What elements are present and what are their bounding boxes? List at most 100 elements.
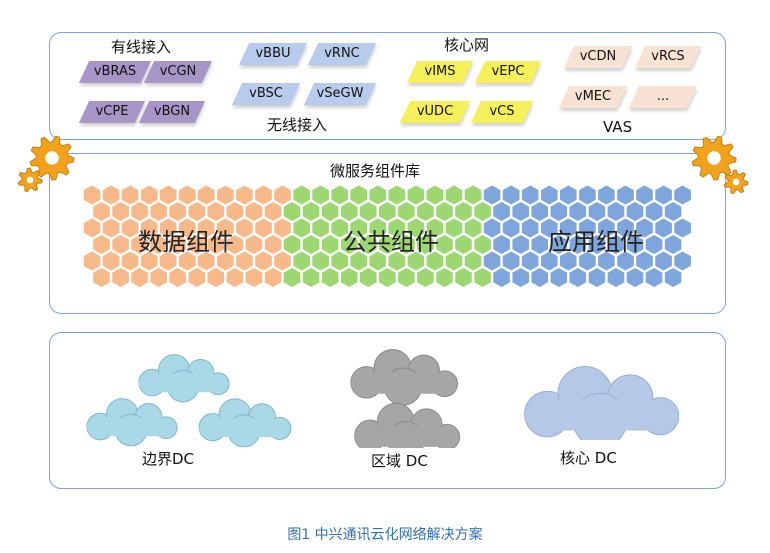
hex-cell: [358, 233, 378, 256]
hex-cell: [339, 200, 359, 223]
hex-cell: [606, 266, 626, 289]
hex-cell: [177, 216, 198, 240]
hex-cell: [415, 266, 436, 289]
hex-cell: [520, 183, 540, 207]
hex-cell: [387, 183, 407, 207]
hex-cell: [129, 200, 150, 223]
vas-title: VAS: [603, 118, 633, 136]
hex-cell: [568, 266, 588, 289]
hex-cell: [272, 249, 293, 273]
hex-cell: [148, 200, 169, 223]
hex-cell: [549, 200, 569, 223]
hex-cell: [129, 266, 150, 289]
hex-cell: [196, 216, 217, 240]
hex-cell: [91, 233, 112, 256]
hex-cell: [330, 216, 350, 240]
hex-cell: [482, 183, 502, 207]
hex-cell: [358, 266, 378, 289]
hex-cell: [415, 200, 436, 223]
hex-cell: [234, 183, 255, 207]
hex-cell: [539, 183, 559, 207]
hex-cell: [349, 216, 369, 240]
component-common-label: 公共组件: [343, 228, 439, 256]
hex-cell: [653, 216, 674, 240]
hex-cell: [368, 183, 388, 207]
core-network-title: 核心网: [444, 36, 490, 54]
hex-cell: [653, 183, 674, 207]
hex-cell: [387, 216, 407, 240]
hex-cell: [434, 200, 455, 223]
hex-cell: [158, 249, 178, 273]
hex-cell: [577, 183, 598, 207]
hex-cell: [244, 266, 264, 289]
hex-cell: [177, 183, 198, 207]
hex-cell: [139, 216, 159, 240]
microservice-title: 微服务组件库: [330, 162, 421, 180]
hex-cell: [587, 200, 607, 223]
hex-cell: [263, 200, 283, 223]
hex-cell: [129, 233, 150, 256]
regional-dc-clouds: [350, 348, 461, 448]
hex-cell: [501, 183, 521, 207]
hex-cell: [301, 233, 321, 256]
hex-cell: [310, 216, 331, 240]
hex-cell: [253, 216, 274, 240]
hex-cell: [453, 233, 474, 256]
hex-cell: [196, 183, 217, 207]
hex-cell: [587, 266, 607, 289]
hex-cell: [253, 183, 274, 207]
hex-cell: [615, 183, 636, 207]
hex-cell: [396, 266, 417, 289]
hex-cell: [177, 249, 198, 273]
hex-cell: [615, 249, 636, 273]
hex-cell: [549, 233, 569, 256]
hex-cell: [158, 216, 178, 240]
hex-cell: [615, 216, 636, 240]
regional-dc-label: 区域 DC: [371, 452, 428, 470]
gear-icon: [691, 135, 749, 195]
hex-cell: [558, 183, 578, 207]
hex-cell: [82, 249, 102, 273]
hex-cell: [110, 266, 131, 289]
figure-caption: 图1 中兴通讯云化网络解决方案: [287, 527, 483, 543]
hex-cell: [644, 233, 664, 256]
hex-cell: [82, 183, 102, 207]
hex-cell: [291, 183, 312, 207]
hex-cell: [387, 249, 407, 273]
hex-cell: [520, 216, 540, 240]
hex-cell: [377, 200, 397, 223]
hex-cell: [187, 266, 207, 289]
hex-cell: [206, 233, 226, 256]
hex-cell: [672, 249, 693, 273]
hex-cell: [101, 249, 121, 273]
hex-cell: [482, 216, 502, 240]
hex-cell: [368, 249, 388, 273]
hex-cell: [444, 249, 464, 273]
hex-cell: [301, 200, 321, 223]
gear-icon: [17, 135, 75, 193]
hex-cell: [539, 216, 559, 240]
hex-cell: [139, 183, 159, 207]
hex-cell: [253, 249, 274, 273]
hex-cell: [415, 233, 436, 256]
hex-cell: [644, 200, 664, 223]
hex-cell: [330, 249, 350, 273]
hex-cell: [568, 233, 588, 256]
hex-cell: [511, 233, 531, 256]
hex-cell: [187, 233, 207, 256]
hex-cell: [301, 266, 321, 289]
hex-cell: [225, 200, 245, 223]
hex-cell: [463, 216, 483, 240]
hex-cell: [215, 249, 236, 273]
hex-cell: [530, 233, 550, 256]
component-data-label: 数据组件: [138, 228, 234, 256]
hex-cell: [482, 249, 502, 273]
hex-cell: [558, 216, 578, 240]
wireless-access-title: 无线接入: [267, 116, 328, 134]
hex-cell: [225, 266, 245, 289]
hex-cell: [396, 200, 417, 223]
hex-cell: [606, 233, 626, 256]
hex-cell: [310, 249, 331, 273]
hex-cell: [82, 216, 102, 240]
hex-cell: [406, 216, 426, 240]
